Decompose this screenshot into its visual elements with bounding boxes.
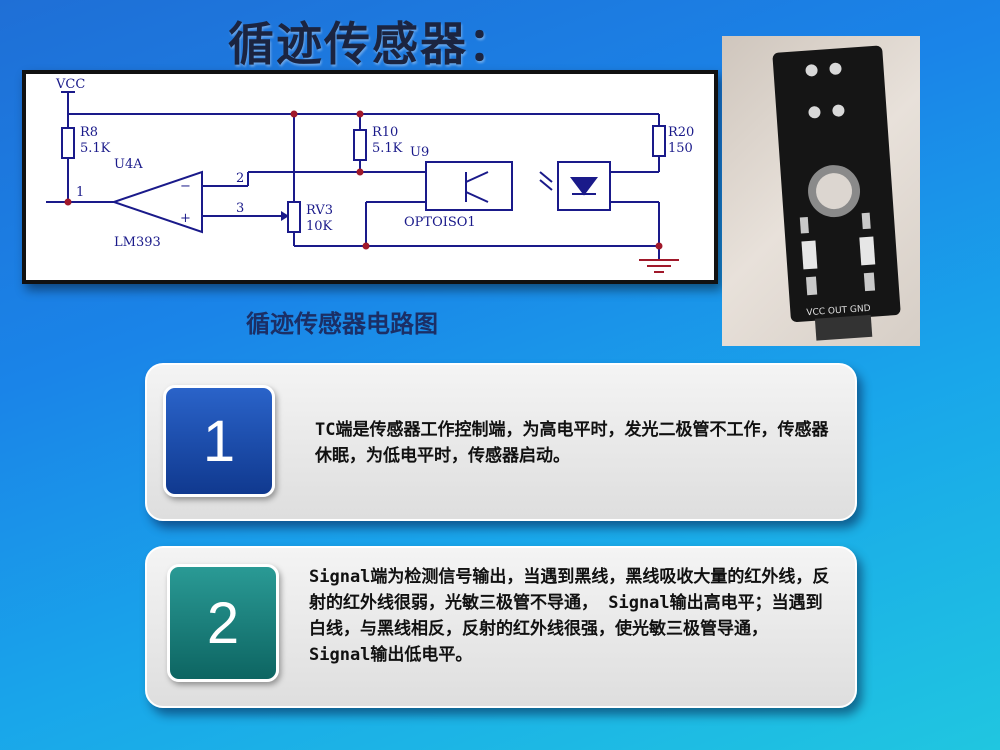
card-text: TC端是传感器工作控制端，为高电平时，发光二极管不工作，传感器休眠，为低电平时，… [315, 420, 829, 466]
u4a-label: U4A [114, 157, 143, 172]
lm393-label: LM393 [114, 235, 161, 250]
ir-led-box [557, 161, 611, 211]
mount-hole-icon [832, 104, 845, 117]
sensor-board-illustration: VCC OUT GND [772, 45, 901, 341]
ir-led-diode [570, 177, 598, 196]
r10-name-label: R10 [372, 125, 398, 140]
card-number-badge: 2 [167, 564, 279, 682]
r20-resistor [652, 125, 666, 157]
rv3-name-label: RV3 [306, 203, 333, 218]
opto-label: OPTOISO1 [404, 215, 476, 230]
circuit-diagram: VCC R8 5.1K U4A LM393 1 2 3 − + R10 5.1K… [22, 70, 718, 284]
junction-dot [64, 198, 72, 206]
smd-component [859, 236, 876, 266]
junction-dot [356, 110, 364, 118]
op-amp-lm393 [110, 170, 203, 234]
mount-hole-icon [829, 62, 842, 75]
mount-hole-icon [808, 106, 821, 119]
pin3-label: 3 [236, 201, 244, 216]
vcc-label: VCC [55, 77, 85, 92]
plus-sign: + [180, 211, 191, 226]
r10-value-label: 5.1K [372, 141, 403, 156]
card-number-badge: 1 [163, 385, 275, 497]
info-card-2: 2 Signal端为检测信号输出，当遇到黑线，黑线吸收大量的红外线，反射的红外线… [145, 546, 857, 708]
pin2-label: 2 [236, 171, 244, 186]
r8-name-label: R8 [80, 125, 98, 140]
circuit-caption: 循迹传感器电路图 [246, 310, 438, 338]
r10-resistor [353, 129, 367, 161]
junction-dot [362, 242, 370, 250]
r20-value-label: 150 [668, 141, 693, 156]
info-card-1: 1 TC端是传感器工作控制端，为高电平时，发光二极管不工作，传感器休眠，为低电平… [145, 363, 857, 521]
r8-value-label: 5.1K [80, 141, 111, 156]
pin1-label: 1 [76, 185, 84, 200]
u9-label: U9 [410, 145, 429, 160]
sensor-module-photo: VCC OUT GND [722, 36, 920, 346]
pin-labels: VCC OUT GND [806, 304, 871, 318]
smd-component [801, 240, 818, 270]
sensor-center [816, 173, 853, 210]
rv3-value-label: 10K [306, 219, 333, 234]
r8-resistor [61, 127, 75, 159]
r20-name-label: R20 [668, 125, 694, 140]
junction-dot [356, 168, 364, 176]
rv3-potentiometer [287, 201, 301, 233]
junction-dot [655, 242, 663, 250]
circuit-schematic: VCC R8 5.1K U4A LM393 1 2 3 − + R10 5.1K… [46, 77, 694, 273]
junction-dot [290, 110, 298, 118]
slide-title: 循迹传感器： [228, 17, 516, 71]
card-text: Signal端为检测信号输出，当遇到黑线，黑线吸收大量的红外线，反射的红外线很弱… [309, 567, 830, 665]
mount-hole-icon [805, 64, 818, 77]
rv3-wiper-arrow [281, 211, 289, 221]
optoisolator-box [425, 161, 513, 211]
pin-header [814, 314, 873, 341]
minus-sign: − [180, 179, 191, 194]
